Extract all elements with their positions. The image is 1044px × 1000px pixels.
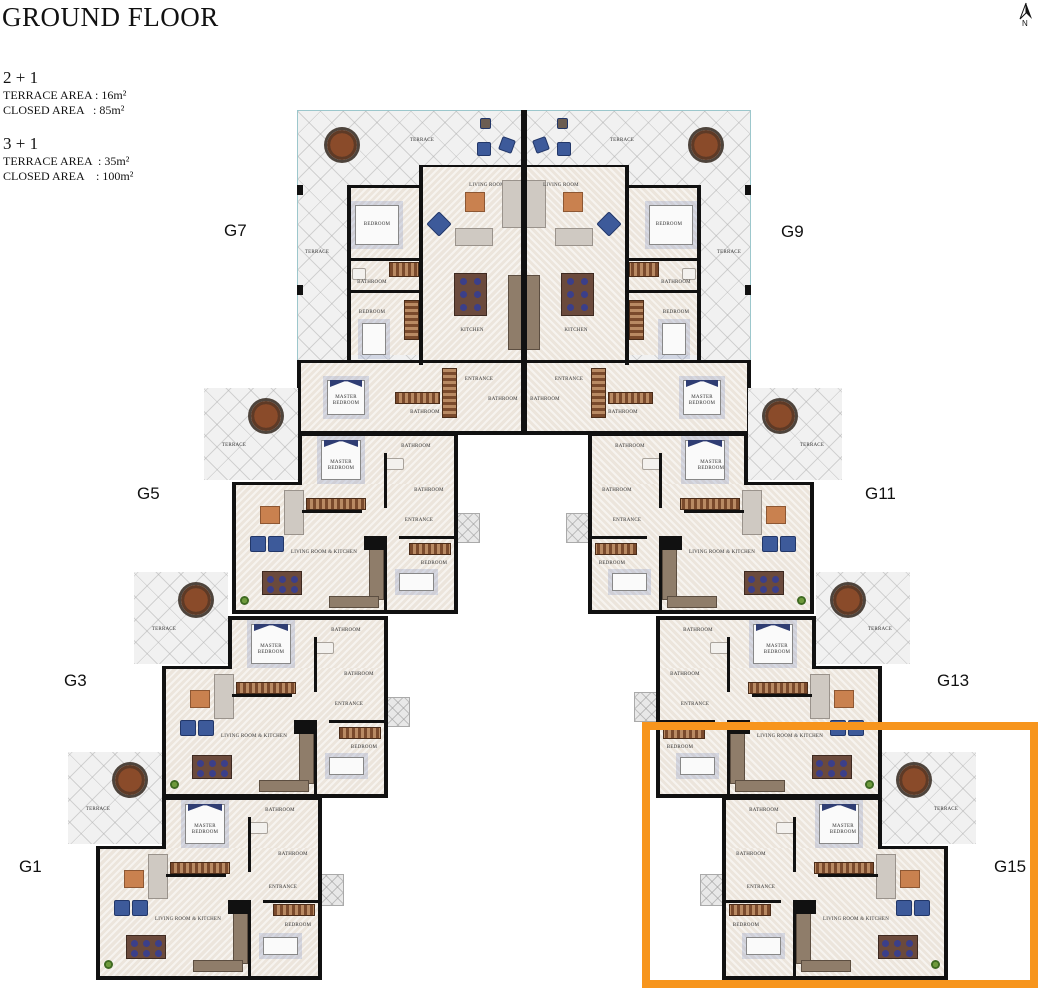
selected-unit-highlight bbox=[642, 722, 1038, 988]
unit-label-g9: G9 bbox=[781, 222, 804, 241]
unit-plan-g7[interactable]: TERRACE TERRACE LIVING ROOM KITCHEN BEDR… bbox=[297, 110, 525, 435]
unit-label-g1: G1 bbox=[19, 857, 42, 876]
legend-row: CLOSED AREA : 100m² bbox=[3, 169, 134, 183]
unit-plan-g3[interactable]: TERRACE MASTER BEDROOM BATHROOM BATHROOM… bbox=[134, 572, 410, 798]
north-arrow-icon: N bbox=[1017, 2, 1035, 30]
unit-label-g13: G13 bbox=[937, 671, 970, 690]
legend-row: CLOSED AREA : 85m² bbox=[3, 103, 125, 117]
page-title: GROUND FLOOR bbox=[2, 2, 219, 32]
unit-plan-g5[interactable]: TERRACE MASTER BEDROOM BATHROOM BATHROOM… bbox=[204, 388, 480, 614]
area-legend: 2 + 1 TERRACE AREA : 16m² CLOSED AREA : … bbox=[3, 68, 133, 184]
legend-row: TERRACE AREA : 16m² bbox=[3, 88, 127, 102]
legend-type-2plus1: 2 + 1 bbox=[3, 68, 39, 87]
legend-type-3plus1: 3 + 1 bbox=[3, 134, 39, 153]
unit-label-g15: G15 bbox=[994, 857, 1027, 876]
legend-row: TERRACE AREA : 35m² bbox=[3, 154, 130, 168]
unit-plan-g9[interactable] bbox=[523, 110, 751, 435]
unit-label-g3: G3 bbox=[64, 671, 87, 690]
unit-plan-g1[interactable]: TERRACE MASTER BEDROOM BATHROOM BATHROOM… bbox=[68, 752, 344, 980]
unit-label-g5: G5 bbox=[137, 484, 160, 503]
unit-label-g11: G11 bbox=[865, 484, 896, 503]
unit-label-g7: G7 bbox=[224, 221, 247, 240]
